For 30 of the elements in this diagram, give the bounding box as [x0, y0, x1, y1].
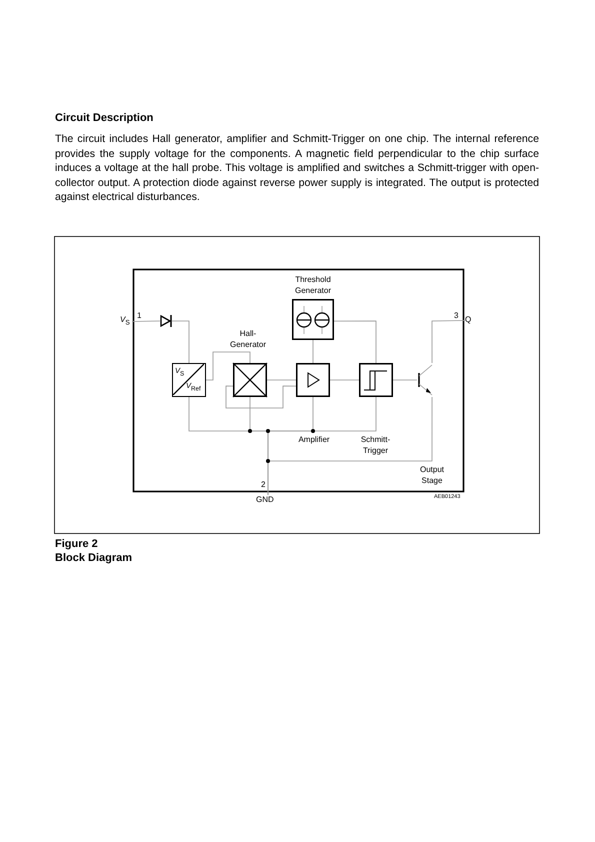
block-box: [233, 363, 267, 397]
pin-number: 1: [137, 311, 142, 321]
block-caption: Hall-Generator: [228, 328, 268, 350]
wire: [206, 352, 250, 380]
wire: [172, 320, 190, 364]
pin-label: GND: [256, 495, 274, 505]
block-caption: Threshold Generator: [294, 274, 332, 296]
figure-number: Figure 2: [55, 538, 98, 552]
wire: [268, 396, 432, 496]
block-caption: Amplifier: [297, 434, 331, 445]
diode-symbol: [160, 315, 172, 327]
block-box: [359, 363, 393, 397]
wire: [132, 320, 160, 322]
wire: [334, 320, 376, 364]
section-heading: Circuit Description: [55, 112, 154, 126]
pin-number: 2: [261, 480, 266, 490]
reference-block: [172, 363, 206, 397]
wire: [226, 386, 296, 408]
block-caption: Schmitt-Trigger: [360, 434, 392, 456]
figure-title: Block Diagram: [55, 552, 132, 566]
transistor-symbol: [417, 363, 433, 397]
pin-label: V$_{S}$: [120, 315, 130, 328]
wire: [312, 340, 314, 364]
pin-number: 3: [454, 311, 458, 321]
block-caption: Output Stage: [418, 464, 445, 486]
wire: [432, 320, 466, 364]
pin-label: Q: [465, 315, 472, 325]
block-box: [292, 299, 334, 340]
block-box: [296, 363, 330, 397]
description-paragraph: The circuit includes Hall generator, amplifier and Schmitt-Trigger on one chip. The internal reference provides the supply voltage for the components. A magnetic field perpendicular to the chip surface induces a voltage at the hall probe. This voltage is amplified and switches a Schmitt-trigger with open-collector output. A protection diode against reverse power supply is integrated. The output is protected against electrical disturbances.: [55, 132, 539, 205]
